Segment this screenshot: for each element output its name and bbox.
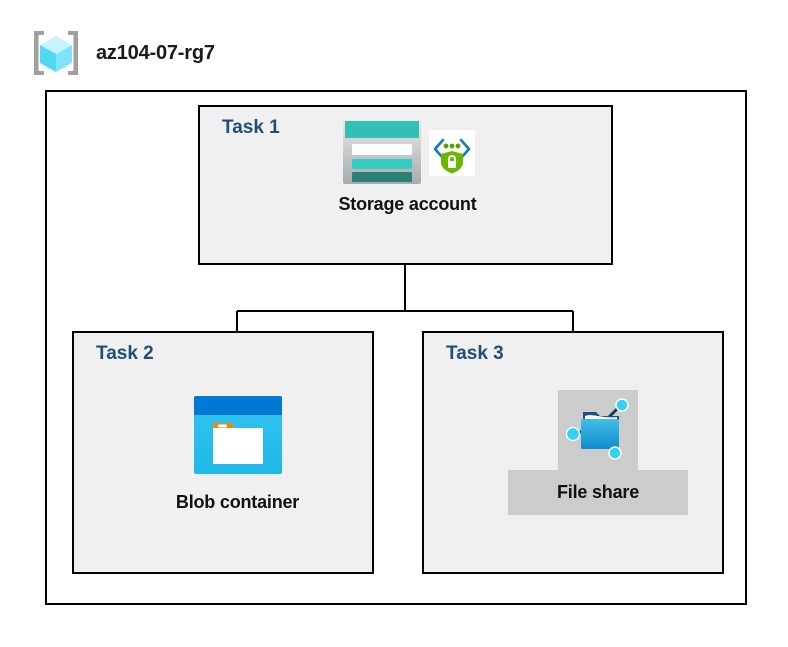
resource-group-name: az104-07-rg7 xyxy=(96,41,215,64)
task-1-label: Task 1 xyxy=(222,117,280,138)
node-blob-container[interactable]: Blob container xyxy=(150,392,325,513)
file-share-caption: File share xyxy=(556,482,640,502)
resource-group-header: az104-07-rg7 xyxy=(30,28,215,78)
resource-group-cube-icon xyxy=(34,31,78,75)
file-share-icon xyxy=(565,398,629,460)
task-2-label: Task 2 xyxy=(96,343,154,364)
private-endpoint-shield-icon xyxy=(428,130,475,176)
task-3-label: Task 3 xyxy=(446,343,504,364)
node-file-share[interactable]: File share xyxy=(508,390,688,515)
storage-account-icon xyxy=(342,120,421,184)
storage-account-caption: Storage account xyxy=(338,194,477,214)
file-share-icon-highlight xyxy=(558,390,638,470)
task-1-box: Task 1 xyxy=(198,105,613,265)
blob-container-icon xyxy=(193,396,282,474)
node-storage-account[interactable]: Storage account xyxy=(300,118,515,215)
blob-container-caption: Blob container xyxy=(175,492,300,512)
file-share-caption-highlight: File share xyxy=(508,470,688,515)
storage-icon-row xyxy=(341,118,475,186)
